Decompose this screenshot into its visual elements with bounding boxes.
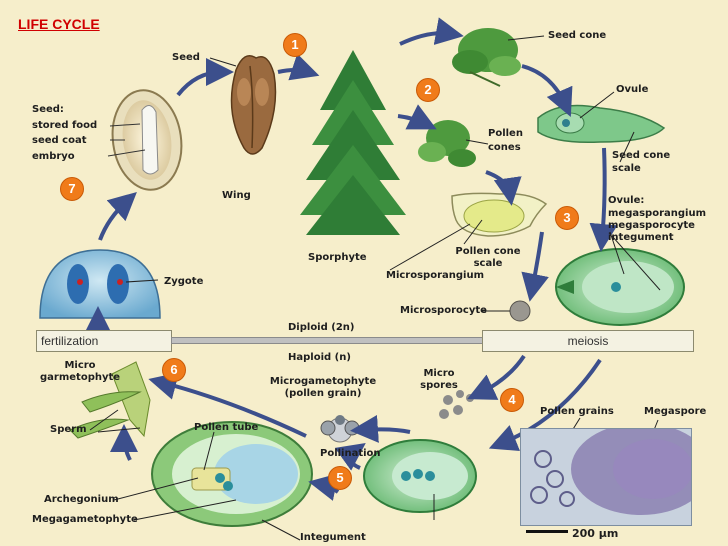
label-micro-spores-2: spores: [420, 380, 458, 391]
seed-cone-illustration: [452, 28, 521, 87]
winged-seed-illustration: [230, 55, 277, 155]
diploid-haploid-divider: [171, 337, 483, 344]
label-archegonium: Archegonium: [44, 494, 119, 505]
label-megasporangium: megasporangium: [608, 208, 707, 219]
step-badge-2: 2: [416, 78, 440, 102]
label-integument-top: integument: [608, 232, 674, 243]
pollination-ovule-illustration: [363, 439, 477, 513]
label-microsporangium: Microsporangium: [386, 270, 485, 281]
label-seed-coat: seed coat: [32, 135, 87, 146]
label-diploid: Diploid (2n): [288, 322, 355, 333]
label-microgametophyte-2: (pollen grain): [284, 388, 362, 399]
step-badge-7: 7: [60, 177, 84, 201]
leader-lines: [89, 35, 661, 541]
label-sporophyte: Sporphyte: [308, 252, 367, 263]
meiosis-bar: meiosis: [482, 330, 694, 352]
label-haploid: Haploid (n): [288, 352, 351, 363]
label-seed-title: Seed:: [32, 104, 64, 115]
micro-garmetophyte-illustration: [69, 361, 151, 439]
step-badge-1: 1: [283, 33, 307, 57]
step-badge-3: 3: [555, 206, 579, 230]
label-microgametophyte-1: Microgametophyte: [269, 376, 377, 387]
label-integument-bottom: Integument: [300, 532, 366, 543]
label-microsporocyte: Microsporocyte: [400, 305, 487, 316]
label-pollen-grains: Pollen grains: [540, 406, 614, 417]
label-seed-cone-scale-2: scale: [612, 163, 641, 174]
cycle-arrows: [84, 17, 618, 471]
zygote-illustration: [39, 249, 161, 319]
label-micro-garmetophyte-2: garmetophyte: [40, 372, 121, 383]
megagametophyte-illustration: [151, 421, 313, 527]
label-embryo: embryo: [32, 151, 75, 162]
label-seed: Seed: [172, 52, 200, 63]
label-stored-food: stored food: [32, 120, 98, 131]
seed-cone-scale-illustration: [537, 104, 666, 144]
microspores-illustration: [439, 390, 474, 419]
label-pollen-cones-2: cones: [488, 142, 521, 153]
seed-detail-illustration: [107, 89, 183, 191]
step-badge-5: 5: [328, 466, 352, 490]
label-seed-cone: Seed cone: [548, 30, 607, 41]
label-seed-cone-scale-1: Seed cone: [612, 150, 671, 161]
ovule-detail-illustration: [555, 248, 685, 326]
pollen-grain-illustration: [320, 415, 360, 443]
step-badge-4: 4: [500, 388, 524, 412]
label-pollen-cone-scale-1: Pollen cone: [455, 246, 521, 257]
label-ovule: Ovule: [616, 84, 649, 95]
label-pollination: Pollination: [320, 448, 381, 459]
page-title: LIFE CYCLE: [18, 16, 100, 32]
label-pollen-tube: Pollen tube: [194, 422, 259, 433]
sporophyte-tree-illustration: [300, 50, 406, 235]
pollen-cone-scale-illustration: [451, 192, 548, 237]
label-pollen-cones-1: Pollen: [488, 128, 523, 139]
label-megaspore: Megaspore: [644, 406, 707, 417]
label-megagametophyte: Megagametophyte: [32, 514, 138, 525]
label-wing: Wing: [222, 190, 251, 201]
label-megasporocyte: megasporocyte: [608, 220, 695, 231]
fertilization-bar: fertilization: [36, 330, 172, 352]
label-sperm: Sperm: [50, 424, 87, 435]
label-zygote: Zygote: [164, 276, 204, 287]
label-micro-spores-1: Micro: [423, 368, 455, 379]
microsporocyte-illustration: [509, 300, 531, 322]
pollen-grains-micrograph: [520, 428, 692, 526]
label-ovule-title: Ovule:: [608, 195, 645, 206]
label-micro-garmetophyte-1: Micro: [64, 360, 96, 371]
step-badge-6: 6: [162, 358, 186, 382]
scale-bar: [526, 530, 568, 533]
label-pollen-cone-scale-2: scale: [473, 258, 503, 269]
label-scale: 200 µm: [572, 527, 619, 540]
pollen-cones-illustration: [418, 120, 476, 167]
